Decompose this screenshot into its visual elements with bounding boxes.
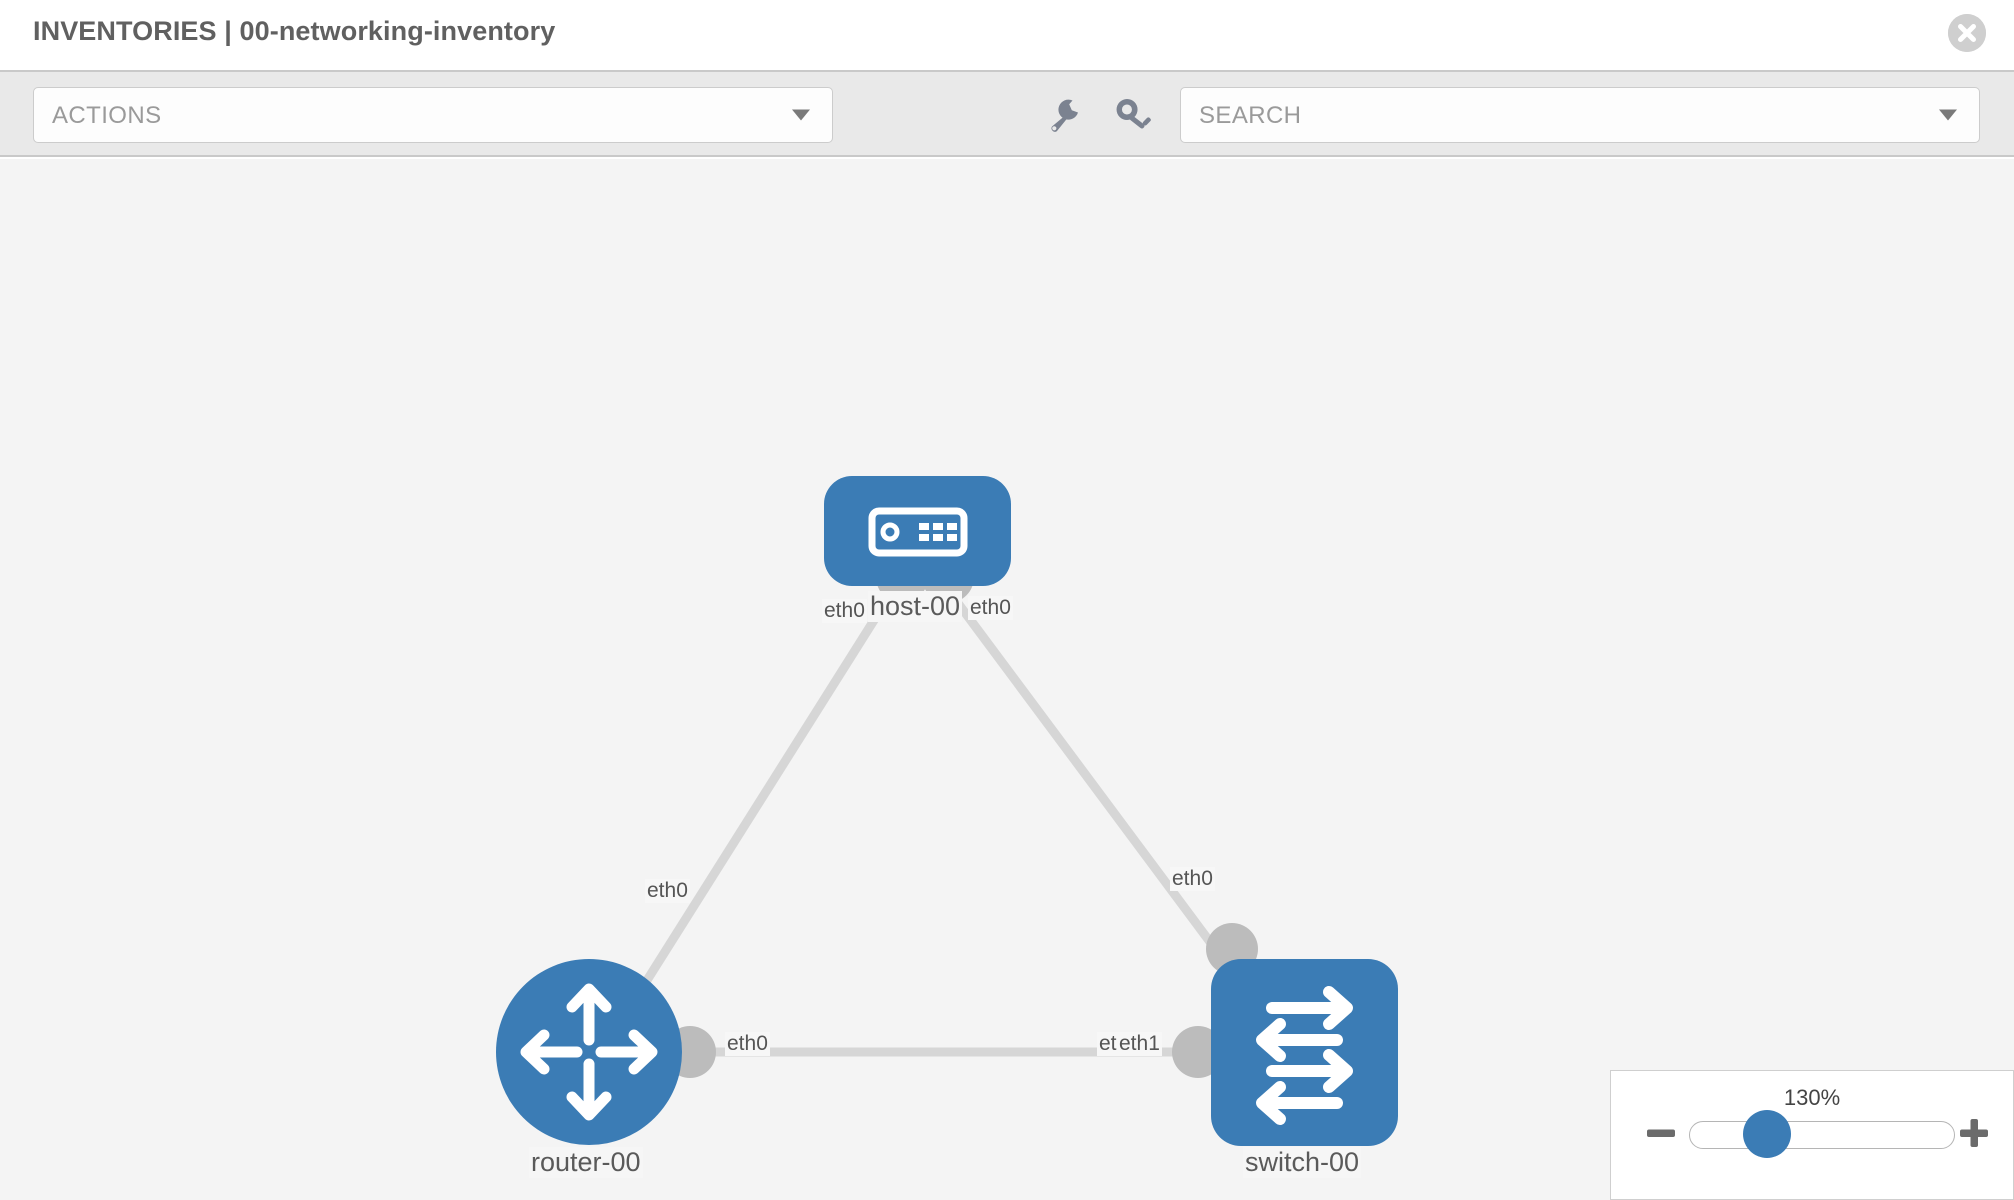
server-icon — [868, 507, 968, 557]
node-router-00[interactable] — [496, 959, 682, 1145]
node-label-host-00: host-00 — [868, 591, 963, 622]
switch-arrows-icon — [1256, 986, 1353, 1125]
topology-graph — [496, 476, 1398, 1146]
iface-label-host00-right: eth0 — [968, 596, 1013, 620]
key-button[interactable] — [1110, 94, 1152, 136]
zoom-out-button[interactable] — [1644, 1116, 1678, 1156]
router-arrows-icon — [520, 983, 658, 1121]
actions-dropdown[interactable]: ACTIONS — [33, 87, 833, 143]
search-placeholder: SEARCH — [1199, 102, 1302, 129]
zoom-in-button[interactable] — [1957, 1116, 1991, 1156]
topology-edges — [606, 576, 1249, 1057]
minus-icon — [1647, 1129, 1675, 1137]
node-host-00[interactable] — [824, 476, 1011, 586]
zoom-slider-track[interactable] — [1689, 1121, 1955, 1149]
chevron-down-icon — [792, 109, 810, 121]
toolbar: ACTIONS SEARCH — [0, 70, 2014, 157]
chevron-down-icon — [1939, 109, 1957, 121]
close-button[interactable] — [1948, 14, 1986, 52]
page-header: INVENTORIES | 00-networking-inventory — [0, 0, 2014, 70]
key-icon — [1116, 98, 1151, 129]
topology-canvas[interactable]: eth0 eth0 eth0 eth0 eth0 eth0 eth1 host-… — [0, 159, 2014, 1200]
edge-host00-router00[interactable] — [606, 576, 904, 1042]
node-label-switch-00: switch-00 — [1243, 1147, 1362, 1178]
iface-label-host00-left: eth0 — [822, 599, 867, 623]
close-icon — [1948, 14, 1986, 52]
plus-icon — [1960, 1119, 1988, 1147]
iface-label-switch00-north: eth0 — [1170, 867, 1215, 891]
zoom-control-panel: 130% — [1610, 1070, 2014, 1200]
iface-label-switch00-west-eth1: eth1 — [1117, 1032, 1162, 1056]
search-input[interactable]: SEARCH — [1180, 87, 1980, 143]
node-switch-00[interactable] — [1211, 959, 1398, 1146]
actions-dropdown-value: ACTIONS — [52, 102, 162, 129]
node-label-router-00: router-00 — [529, 1147, 643, 1178]
zoom-percent-label: 130% — [1783, 1085, 1841, 1110]
edge-host00-switch00[interactable] — [936, 576, 1249, 992]
iface-label-router00-north: eth0 — [645, 879, 690, 903]
zoom-slider-thumb[interactable] — [1743, 1110, 1791, 1158]
wrench-icon — [1051, 99, 1078, 132]
wrench-button[interactable] — [1043, 94, 1085, 136]
iface-label-router00-east: eth0 — [725, 1032, 770, 1056]
page-title: INVENTORIES | 00-networking-inventory — [33, 16, 556, 46]
